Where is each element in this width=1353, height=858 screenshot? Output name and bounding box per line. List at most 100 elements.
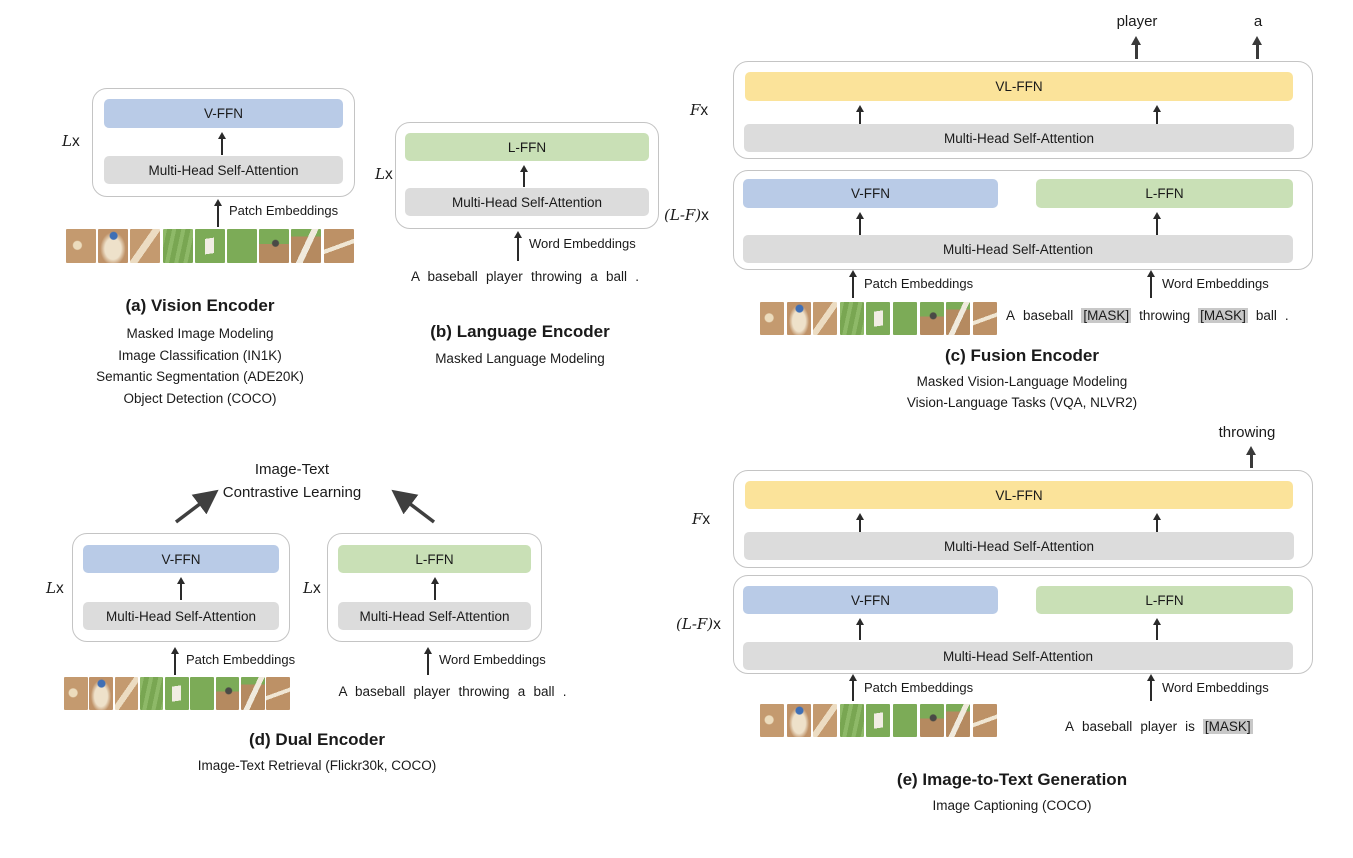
repeat-count-c-bottom: (L-F)x bbox=[664, 206, 709, 224]
v-ffn-bar: V-FFN bbox=[743, 586, 998, 614]
v-ffn-label: V-FFN bbox=[204, 106, 243, 121]
image-patch-dirt-ball bbox=[760, 704, 784, 737]
image-patch-dirt-line bbox=[972, 704, 997, 737]
word-embeddings-arrow bbox=[424, 646, 432, 675]
image-patch-grass-streaks bbox=[839, 704, 864, 737]
up-arrow bbox=[1153, 211, 1161, 235]
image-patch-dirt-player bbox=[786, 302, 811, 335]
word-token: A bbox=[1065, 719, 1075, 734]
subtitle-line: Semantic Segmentation (ADE20K) bbox=[96, 369, 304, 384]
repeat-count-b: Lx bbox=[375, 165, 393, 183]
l-ffn-label: L-FFN bbox=[507, 139, 547, 155]
vl-ffn-label: VL-FFN bbox=[995, 79, 1043, 94]
word-embeddings-arrow bbox=[1147, 269, 1155, 298]
image-patch-dirt-arm bbox=[813, 302, 838, 335]
subtitle-line: Masked Image Modeling bbox=[126, 326, 274, 341]
image-patch-dirt-ball bbox=[64, 677, 88, 710]
caption-title-d: (d) Dual Encoder bbox=[248, 730, 385, 749]
image-patch-dirt-player bbox=[98, 229, 129, 263]
subtitle-line: Object Detection (COCO) bbox=[123, 390, 277, 406]
self-attention-bar: Multi-Head Self-Attention bbox=[744, 532, 1294, 560]
word-token: throwing bbox=[1139, 308, 1191, 323]
output-arrow bbox=[1131, 35, 1141, 59]
self-attention-bar: Multi-Head Self-Attention bbox=[744, 124, 1294, 152]
word-token: ball bbox=[1255, 308, 1277, 323]
subtitle-line: Masked Vision-Language Modeling bbox=[916, 374, 1128, 389]
up-arrow bbox=[218, 131, 226, 155]
image-patch-dirt-grass-leg bbox=[946, 704, 971, 737]
image-patch-grass-dirt-shoe bbox=[259, 229, 290, 263]
image-patch-grass-player bbox=[165, 677, 189, 710]
image-patch-grass-dirt-shoe bbox=[215, 677, 240, 710]
repeat-count-c-fusion: Fx bbox=[690, 101, 709, 119]
dual-vision-encoder-block: V-FFN Multi-Head Self-Attention bbox=[72, 533, 290, 642]
image-patch-dirt-arm bbox=[813, 704, 838, 737]
v-ffn-label: V-FFN bbox=[161, 551, 201, 567]
patch-embeddings-label: Patch Embeddings bbox=[229, 203, 339, 218]
output-word-throwing: throwing bbox=[1218, 424, 1276, 441]
word-token: player bbox=[1140, 719, 1178, 734]
l-ffn-bar: L-FFN bbox=[1036, 179, 1293, 208]
self-attention-label: Multi-Head Self-Attention bbox=[451, 194, 603, 210]
l-ffn-bar: L-FFN bbox=[405, 133, 649, 161]
mask-token: [MASK] bbox=[1081, 308, 1132, 323]
self-attention-label: Multi-Head Self-Attention bbox=[148, 162, 299, 178]
caption-title-e: (e) Image-to-Text Generation bbox=[896, 770, 1128, 789]
v-ffn-label: V-FFN bbox=[851, 186, 890, 201]
vl-ffn-bar: VL-FFN bbox=[745, 72, 1293, 101]
up-arrow bbox=[856, 617, 864, 640]
subtitle-line: Vision-Language Tasks (VQA, NLVR2) bbox=[906, 394, 1138, 410]
fusion-encoder-bottom-block: V-FFN L-FFN Multi-Head Self-Attention bbox=[733, 170, 1313, 270]
up-arrow bbox=[520, 164, 528, 187]
caption-subtitles-e: Image Captioning (COCO) bbox=[932, 798, 1092, 813]
repeat-count-e-bottom: (L-F)x bbox=[676, 615, 721, 633]
v-ffn-bar: V-FFN bbox=[83, 545, 279, 573]
patch-embeddings-arrow bbox=[849, 269, 857, 298]
image-patch-dirt-grass-leg bbox=[241, 677, 265, 710]
objective-line: Contrastive Learning bbox=[222, 484, 362, 501]
image-patch-grass-streaks bbox=[162, 229, 193, 263]
patch-embeddings-label: Patch Embeddings bbox=[186, 652, 296, 667]
repeat-count-d-right: Lx bbox=[303, 579, 321, 597]
up-arrow bbox=[431, 576, 439, 600]
self-attention-label: Multi-Head Self-Attention bbox=[105, 608, 257, 624]
image-patch-dirt-grass-leg bbox=[291, 229, 322, 263]
image-patch-dirt-player bbox=[786, 704, 811, 737]
image-patch-strip bbox=[64, 677, 290, 710]
word-embeddings-label: Word Embeddings bbox=[1162, 680, 1269, 695]
repeat-count-d-left: Lx bbox=[46, 579, 64, 597]
word-token: . bbox=[1284, 308, 1289, 323]
dual-language-encoder-block: L-FFN Multi-Head Self-Attention bbox=[327, 533, 542, 642]
output-word-player: player bbox=[1116, 13, 1158, 30]
generation-bottom-block: V-FFN L-FFN Multi-Head Self-Attention bbox=[733, 575, 1313, 674]
caption-title-b: (b) Language Encoder bbox=[430, 322, 610, 341]
up-arrow bbox=[1153, 617, 1161, 640]
self-attention-bar: Multi-Head Self-Attention bbox=[338, 602, 531, 630]
v-ffn-bar: V-FFN bbox=[743, 179, 998, 208]
input-sentence-d: A baseball player throwing a ball . bbox=[338, 684, 567, 699]
up-arrow bbox=[177, 576, 185, 600]
caption-subtitles-c: Masked Vision-Language Modeling Vision-L… bbox=[872, 372, 1172, 413]
caption-subtitles-d: Image-Text Retrieval (Flickr30k, COCO) bbox=[197, 758, 437, 773]
up-arrow bbox=[1153, 104, 1161, 124]
objective-line: Image-Text bbox=[254, 461, 330, 478]
self-attention-bar: Multi-Head Self-Attention bbox=[743, 642, 1293, 670]
v-ffn-label: V-FFN bbox=[851, 592, 890, 608]
l-ffn-label: L-FFN bbox=[415, 551, 454, 567]
image-patch-dirt-player bbox=[89, 677, 113, 710]
image-patch-dirt-line bbox=[266, 677, 290, 710]
patch-embeddings-arrow bbox=[849, 673, 857, 701]
repeat-count-e-fusion: Fx bbox=[692, 510, 711, 528]
word-embeddings-arrow bbox=[1147, 673, 1155, 701]
image-patch-strip bbox=[760, 704, 997, 737]
output-word-a: a bbox=[1253, 13, 1263, 30]
self-attention-bar: Multi-Head Self-Attention bbox=[405, 188, 649, 216]
image-patch-dirt-ball bbox=[760, 302, 784, 335]
mask-token: [MASK] bbox=[1202, 719, 1253, 734]
self-attention-label: Multi-Head Self-Attention bbox=[942, 241, 1094, 257]
up-arrow bbox=[856, 211, 864, 235]
vision-encoder-block: V-FFN Multi-Head Self-Attention bbox=[92, 88, 355, 197]
image-patch-dirt-line bbox=[972, 302, 997, 335]
